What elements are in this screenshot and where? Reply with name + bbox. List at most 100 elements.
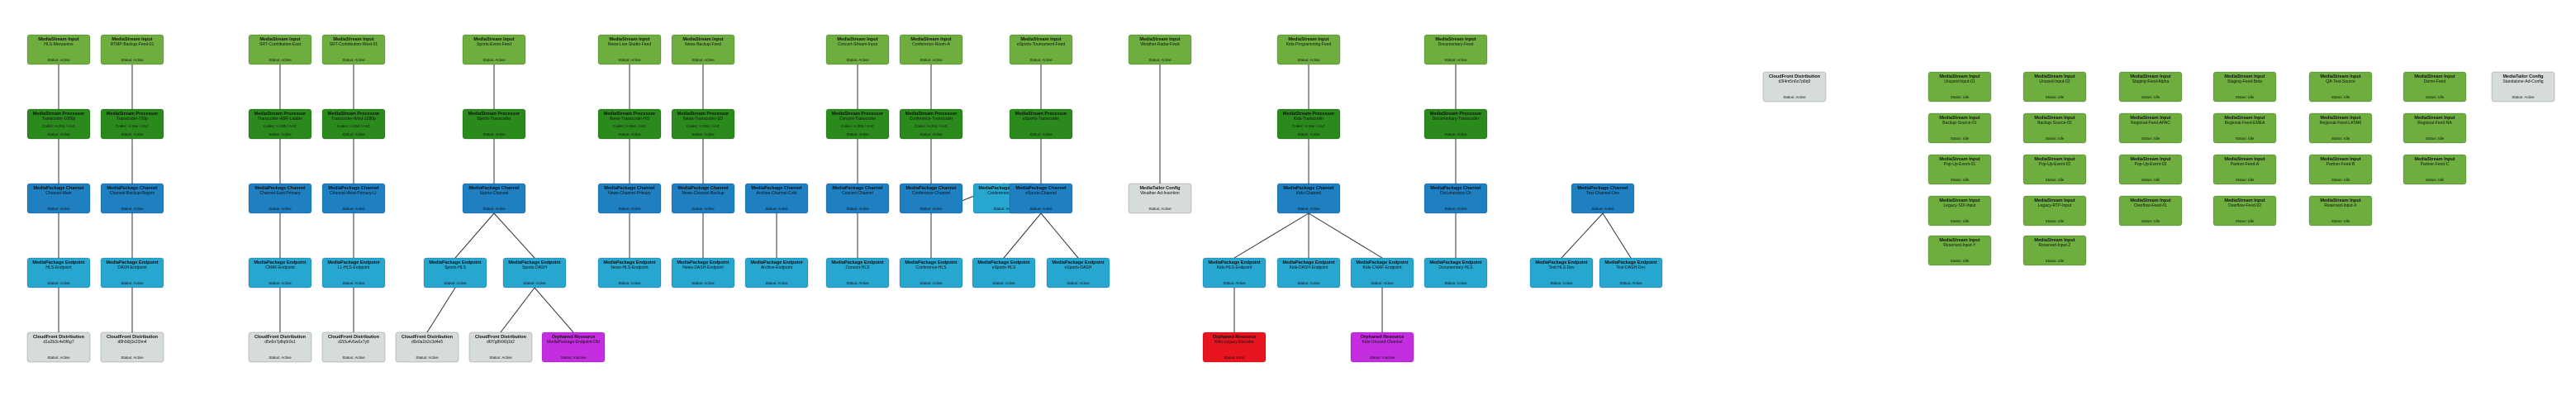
node-j1[interactable]: MediaStream InputConference-Room-AStatus… (899, 34, 963, 65)
node-g3[interactable]: MediaPackage ChannelNews-Channel-BackupS… (671, 183, 735, 214)
node-f2[interactable]: MediaStream ProcessorNews-Transcoder-HDC… (597, 108, 662, 140)
node-a5[interactable]: CloudFront Distributiond1a2b3c4e5f6g7Sta… (26, 332, 91, 363)
node-q9[interactable]: MediaStream InputRegional-Feed-APACStatu… (2118, 112, 2183, 144)
node-a3[interactable]: MediaPackage ChannelChannel-MainStatus: … (26, 183, 91, 214)
node-k4[interactable]: MediaPackage EndpointeSports-HLSStatus: … (972, 257, 1036, 289)
node-q20[interactable]: MediaStream InputLegacy-RTP-InputStatus:… (2022, 195, 2087, 227)
node-b5[interactable]: CloudFront Distributiond8h9i0j1k2l3m4Sta… (100, 332, 164, 363)
node-f3[interactable]: MediaPackage ChannelNews-Channel-Primary… (597, 183, 662, 214)
node-m7[interactable]: Orphaned ResourceKids-Legacy-EncoderStat… (1202, 332, 1267, 363)
node-q21[interactable]: MediaStream InputOverflow-Feed-01Status:… (2118, 195, 2183, 227)
node-n3[interactable]: MediaPackage ChannelDocumentary-ChStatus… (1423, 183, 1488, 214)
node-c3[interactable]: MediaPackage ChannelChannel-East-Primary… (248, 183, 312, 214)
node-j2[interactable]: MediaStream ProcessorConference-Transcod… (899, 108, 963, 140)
node-q15[interactable]: MediaStream InputPop-Up-Event-03Status: … (2118, 154, 2183, 185)
node-q22[interactable]: MediaStream InputOverflow-Feed-02Status:… (2212, 195, 2277, 227)
node-o5[interactable]: MediaPackage EndpointTest-DASH-DevStatus… (1599, 257, 1663, 289)
node-e3[interactable]: MediaPackage ChannelSports-ChannelStatus… (462, 183, 526, 214)
node-status-label: Status: Active (121, 281, 144, 285)
node-q4[interactable]: MediaStream InputStaging-Feed-BetaStatus… (2212, 71, 2277, 103)
node-k5[interactable]: MediaPackage EndpointeSports-DASHStatus:… (1046, 257, 1110, 289)
node-g2[interactable]: MediaStream ProcessorNews-Transcoder-SDC… (671, 108, 735, 140)
node-box (100, 108, 164, 140)
node-b1[interactable]: MediaStream InputRTMP-Backup-Feed-01Stat… (100, 34, 164, 65)
node-q8[interactable]: MediaStream InputBackup-Source-02Status:… (2022, 112, 2087, 144)
node-o4[interactable]: MediaPackage EndpointTest-HLS-DevStatus:… (1529, 257, 1594, 289)
node-k2[interactable]: MediaStream ProcessoreSports-TranscoderS… (1009, 108, 1073, 140)
node-l2[interactable]: MediaTailor ConfigWeather-Ad-InsertionSt… (1128, 183, 1192, 214)
node-type-label: MediaStream Input (2130, 198, 2170, 203)
node-e2[interactable]: MediaStream ProcessorSports-TranscoderSt… (462, 108, 526, 140)
node-g1[interactable]: MediaStream InputNews-Backup-FeedStatus:… (671, 34, 735, 65)
node-q11[interactable]: MediaStream InputRegional-Feed-LATAMStat… (2308, 112, 2373, 144)
node-i3[interactable]: MediaPackage ChannelConcert-ChannelStatu… (825, 183, 890, 214)
node-q13[interactable]: MediaStream InputPop-Up-Event-01Status: … (1927, 154, 1992, 185)
node-q25[interactable]: MediaStream InputReserved-Input-ZStatus:… (2022, 235, 2087, 266)
node-m2[interactable]: MediaStream ProcessorKids-TranscoderCode… (1276, 108, 1341, 140)
node-k3[interactable]: MediaPackage ChanneleSports-ChannelStatu… (1009, 183, 1073, 214)
node-m5[interactable]: MediaPackage EndpointKids-DASH-EndpointS… (1276, 257, 1341, 289)
node-d4[interactable]: MediaPackage EndpointLL-HLS-EndpointStat… (321, 257, 386, 289)
node-q14[interactable]: MediaStream InputPop-Up-Event-02Status: … (2022, 154, 2087, 185)
node-e1[interactable]: MediaStream InputSports-Event-FeedStatus… (462, 34, 526, 65)
node-m1[interactable]: MediaStream InputKids-Programming-FeedSt… (1276, 34, 1341, 65)
node-n1[interactable]: MediaStream InputDocumentary-FeedStatus:… (1423, 34, 1488, 65)
node-h3[interactable]: MediaPackage ChannelArchive-Channel-Cold… (744, 183, 809, 214)
node-q10[interactable]: MediaStream InputRegional-Feed-EMEAStatu… (2212, 112, 2277, 144)
node-b3[interactable]: MediaPackage ChannelChannel-Backup-Regio… (100, 183, 164, 214)
node-p1[interactable]: CloudFront Distributiond3l4m5n6o7p8q9Sta… (1762, 71, 1827, 103)
node-n4[interactable]: MediaPackage EndpointDocumentary-HLSStat… (1423, 257, 1488, 289)
node-i1[interactable]: MediaStream InputConcert-Stream-InputSta… (825, 34, 890, 65)
node-status-label: Status: Active (1444, 58, 1467, 62)
node-c5[interactable]: CloudFront Distributiond5n6o7p8q9r0s1Sta… (248, 332, 312, 363)
node-l1[interactable]: MediaStream InputWeather-Radar-FeedStatu… (1128, 34, 1192, 65)
node-n2[interactable]: MediaStream ProcessorDocumentary-Transco… (1423, 108, 1488, 140)
node-box (248, 108, 312, 140)
node-m8[interactable]: Orphaned ResourceKids-Unused-ChannelStat… (1350, 332, 1414, 363)
node-d2[interactable]: MediaStream ProcessorTranscoder-West-108… (321, 108, 386, 140)
node-h4[interactable]: MediaPackage EndpointArchive-EndpointSta… (744, 257, 809, 289)
node-j4[interactable]: MediaPackage EndpointConference-HLSStatu… (899, 257, 963, 289)
node-c2[interactable]: MediaStream ProcessorTranscoder-ABR-Ladd… (248, 108, 312, 140)
node-d1[interactable]: MediaStream InputSRT-Contribution-West-0… (321, 34, 386, 65)
node-g4[interactable]: MediaPackage EndpointNews-DASH-EndpointS… (671, 257, 735, 289)
node-e5[interactable]: MediaPackage EndpointSports-DASHStatus: … (502, 257, 567, 289)
node-d5[interactable]: CloudFront Distributiond2t3u4v5w6x7y8Sta… (321, 332, 386, 363)
node-b2[interactable]: MediaStream ProcessorTranscoder-720pCode… (100, 108, 164, 140)
node-f4[interactable]: MediaPackage EndpointNews-HLS-EndpointSt… (597, 257, 662, 289)
node-i4[interactable]: MediaPackage EndpointConcert-HLSStatus: … (825, 257, 890, 289)
node-k1[interactable]: MediaStream InputeSports-Tournament-Feed… (1009, 34, 1073, 65)
node-o3[interactable]: MediaPackage ChannelTest-Channel-DevStat… (1571, 183, 1635, 214)
node-e6[interactable]: CloudFront Distributiond9z0a1b2c3d4e5Sta… (395, 332, 459, 363)
node-q24[interactable]: MediaStream InputReserved-Input-YStatus:… (1927, 235, 1992, 266)
node-b4[interactable]: MediaPackage EndpointDASH-EndpointStatus… (100, 257, 164, 289)
node-q7[interactable]: MediaStream InputBackup-Source-01Status:… (1927, 112, 1992, 144)
node-q1[interactable]: MediaStream InputUnused-Input-01Status: … (1927, 71, 1992, 103)
node-q12[interactable]: MediaStream InputRegional-Feed-NAStatus:… (2403, 112, 2467, 144)
node-c1[interactable]: MediaStream InputSRT-Contribution-EastSt… (248, 34, 312, 65)
node-e8[interactable]: Orphaned ResourceMediaPackage-Endpoint-O… (541, 332, 606, 363)
node-j3[interactable]: MediaPackage ChannelConference-ChannelSt… (899, 183, 963, 214)
node-m3[interactable]: MediaPackage ChannelKids-ChannelStatus: … (1276, 183, 1341, 214)
node-q23[interactable]: MediaStream InputReserved-Input-XStatus:… (2308, 195, 2373, 227)
node-r1[interactable]: MediaTailor ConfigStandalone-Ad-ConfigSt… (2491, 71, 2555, 103)
node-f1[interactable]: MediaStream InputNews-Live-Studio-FeedSt… (597, 34, 662, 65)
node-m4[interactable]: MediaPackage EndpointKids-HLS-EndpointSt… (1202, 257, 1267, 289)
node-a4[interactable]: MediaPackage EndpointHLS-EndpointStatus:… (26, 257, 91, 289)
node-c4[interactable]: MediaPackage EndpointCMAF-EndpointStatus… (248, 257, 312, 289)
node-a2[interactable]: MediaStream ProcessorTranscoder-1080pCod… (26, 108, 91, 140)
node-e7[interactable]: CloudFront Distributiond6f7g8h9i0j1k2Sta… (468, 332, 533, 363)
node-i2[interactable]: MediaStream ProcessorConcert-TranscoderC… (825, 108, 890, 140)
node-q2[interactable]: MediaStream InputUnused-Input-02Status: … (2022, 71, 2087, 103)
node-q19[interactable]: MediaStream InputLegacy-SDI-InputStatus:… (1927, 195, 1992, 227)
node-m6[interactable]: MediaPackage EndpointKids-CMAF-EndpointS… (1350, 257, 1414, 289)
node-d3[interactable]: MediaPackage ChannelChannel-West-Primary… (321, 183, 386, 214)
node-q3[interactable]: MediaStream InputStaging-Feed-AlphaStatu… (2118, 71, 2183, 103)
